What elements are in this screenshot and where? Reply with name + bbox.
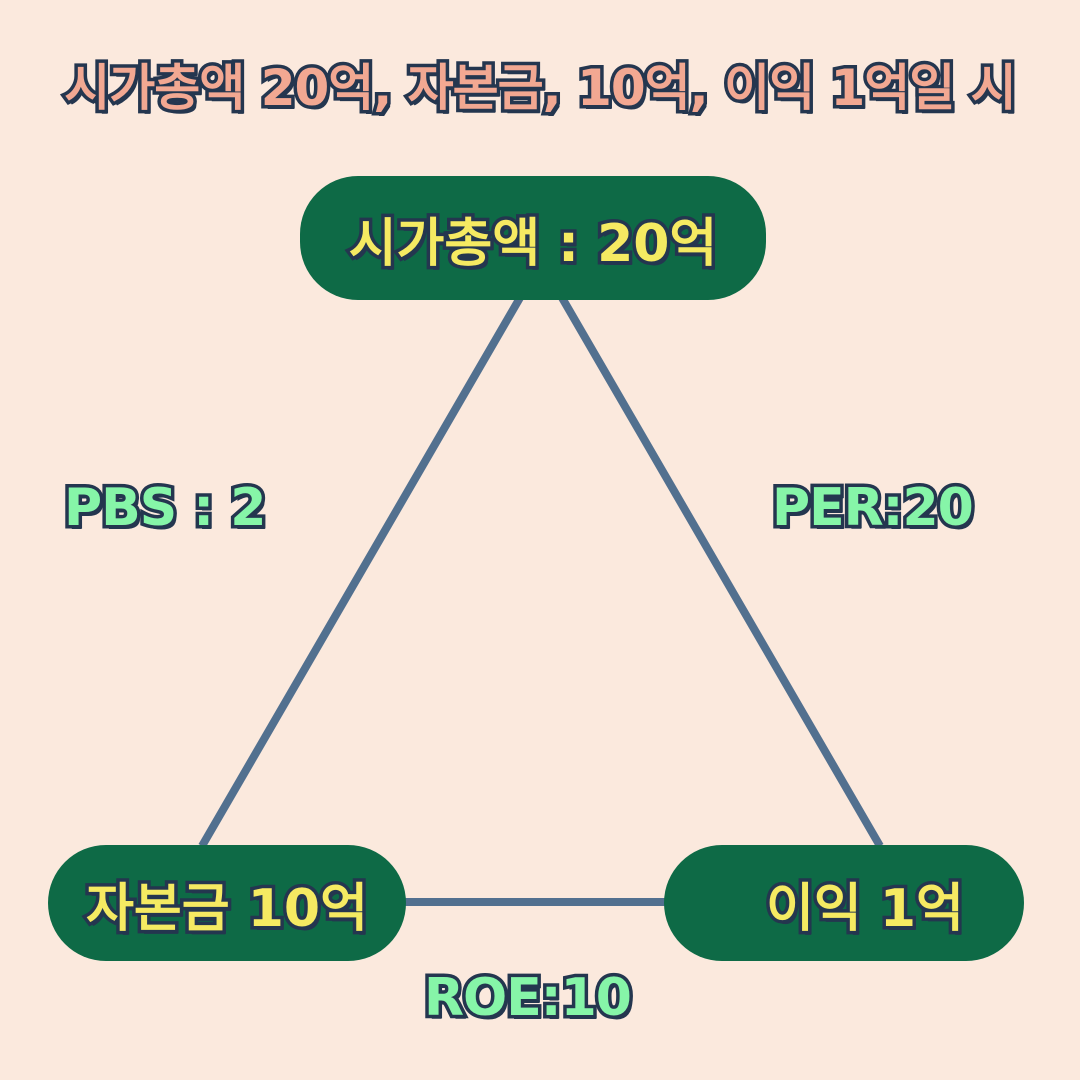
line-market-cap-to-capital — [198, 293, 525, 849]
node-profit-label: 이익 1억 — [763, 875, 968, 942]
node-capital-label: 자본금 10억 — [83, 875, 372, 942]
node-market-cap-label: 시가총액 : 20억 — [345, 210, 721, 277]
ratio-pbs-label: PBS : 2 — [60, 475, 269, 542]
ratio-roe-label: ROE:10 — [421, 965, 636, 1032]
node-market-cap: 시가총액 : 20억 — [300, 176, 766, 300]
ratio-per-label: PER:20 — [769, 475, 978, 542]
node-profit: 이익 1억 — [664, 845, 1024, 961]
page-title: 시가총액 20억, 자본금, 10억, 이익 1억일 시 — [61, 56, 1020, 121]
node-capital: 자본금 10억 — [48, 845, 406, 961]
line-market-cap-to-profit — [557, 293, 884, 849]
